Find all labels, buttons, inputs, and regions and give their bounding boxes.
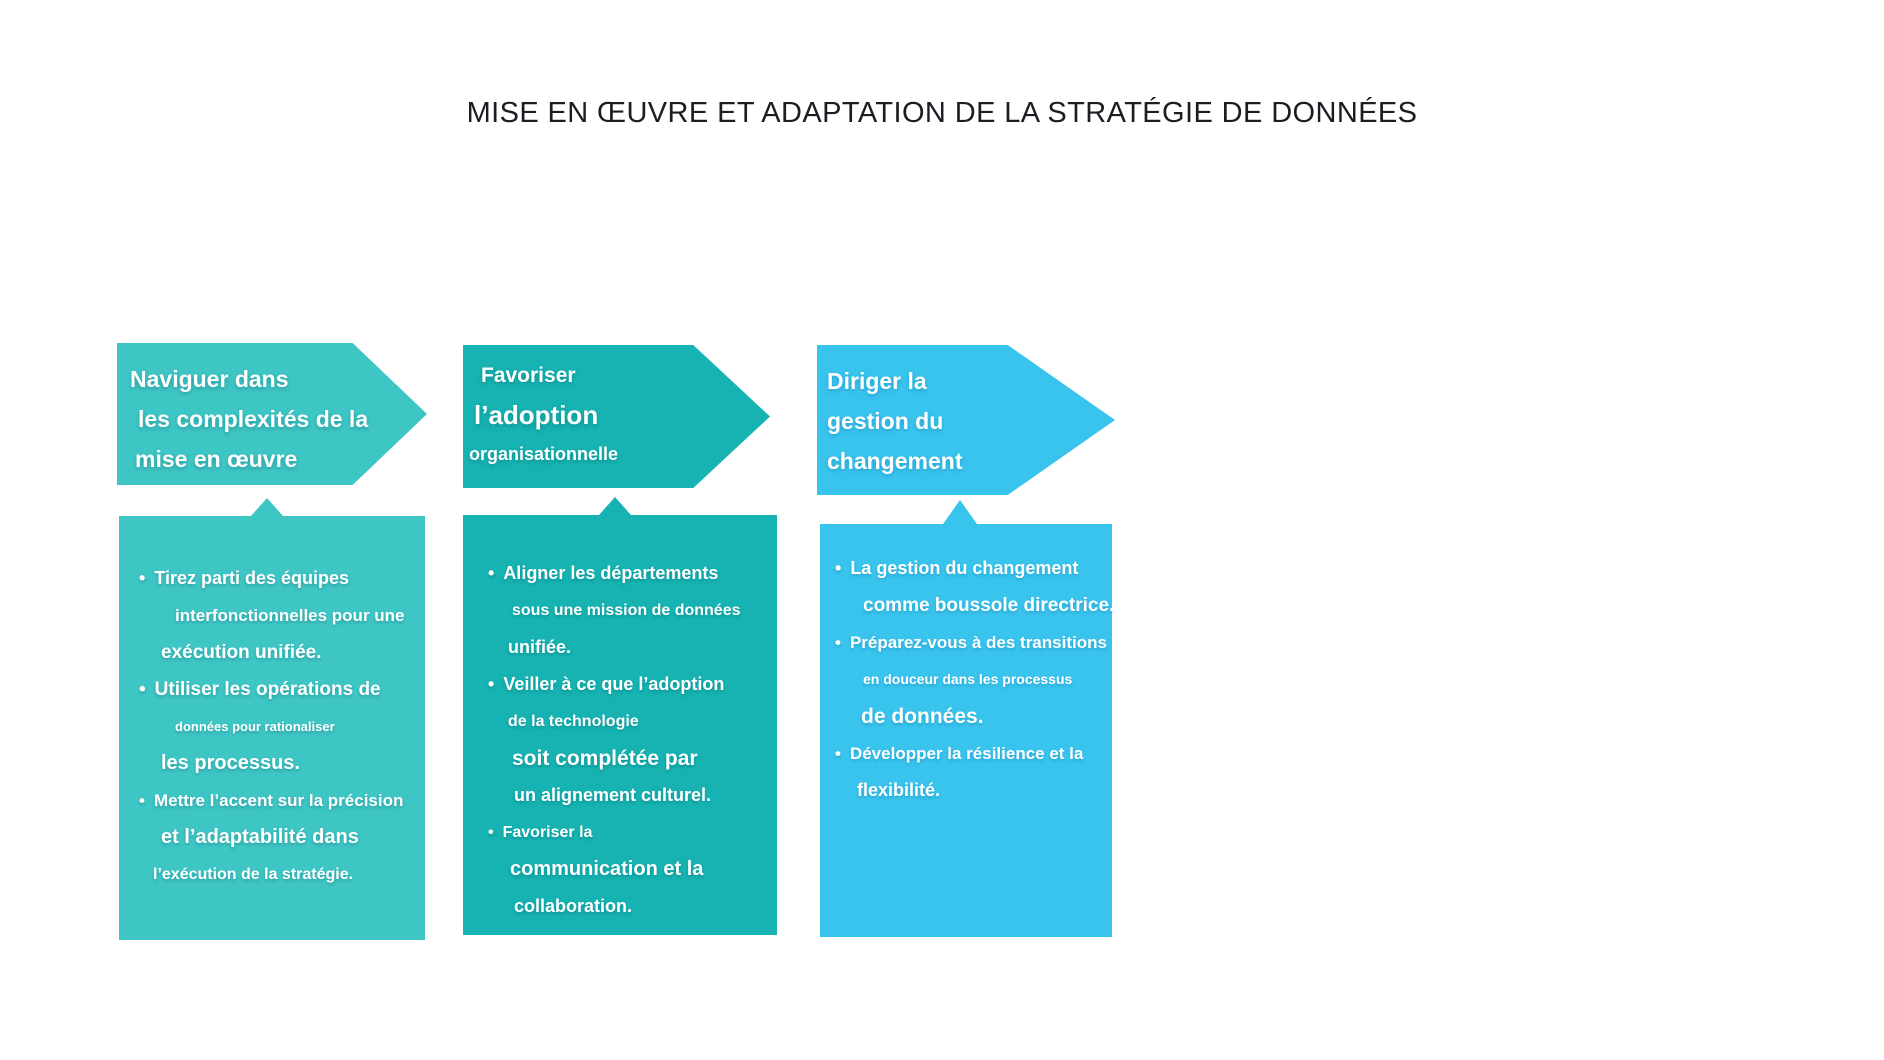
bullet-line: unifiée. bbox=[508, 637, 572, 657]
bullet-line: les processus. bbox=[161, 752, 300, 774]
header-line: Diriger la bbox=[827, 368, 927, 394]
header-line: l’adoption bbox=[474, 400, 599, 430]
arrow-tail-changement bbox=[943, 500, 977, 524]
bullet-line: de la technologie bbox=[508, 713, 639, 730]
arrow-header-implementation: Naviguer dans les complexités de la mise… bbox=[117, 343, 427, 485]
bullet-dot: • bbox=[835, 633, 841, 652]
content-box-implementation: • Tirez parti des équipes interfonctionne… bbox=[119, 516, 425, 940]
bullet-line: données pour rationaliser bbox=[175, 719, 335, 734]
bullet-line: • Développer la résilience et la bbox=[835, 735, 1104, 772]
arrow-header-adoption: Favoriser l’adoption organisationnelle bbox=[463, 345, 770, 488]
bullet-dot: • bbox=[488, 824, 494, 841]
bullet-line: • Aligner les départements bbox=[488, 555, 769, 592]
bullet-line: • Tirez parti des équipes bbox=[139, 560, 417, 597]
bullet-line: • Préparez-vous à des transitions bbox=[835, 624, 1107, 661]
bullet-line: • Utiliser les opérations de bbox=[139, 671, 417, 708]
bullet-line: communication et la bbox=[510, 858, 704, 880]
bullet-line: et l’adaptabilité dans bbox=[161, 826, 359, 848]
header-line: gestion du bbox=[827, 408, 944, 434]
bullet-line: • Veiller à ce que l’adoption bbox=[488, 666, 769, 703]
header-line: changement bbox=[827, 448, 963, 474]
bullet-line: collaboration. bbox=[514, 896, 633, 916]
bullet-line: comme boussole directrice. bbox=[863, 595, 1115, 616]
bullet-line: flexibilité. bbox=[857, 780, 941, 800]
bullet-line: exécution unifiée. bbox=[161, 642, 322, 663]
bullet-text: Veiller à ce que l’adoption bbox=[503, 674, 725, 694]
header-line: Favoriser bbox=[481, 364, 576, 387]
bullet-dot: • bbox=[488, 674, 495, 694]
arrow-tail-implementation bbox=[251, 498, 283, 516]
slide-title: MISE EN ŒUVRE ET ADAPTATION DE LA STRATÉ… bbox=[466, 97, 1418, 129]
bullet-dot: • bbox=[139, 791, 145, 810]
arrow-tail-adoption bbox=[599, 497, 631, 515]
bullet-text: Utiliser les opérations de bbox=[154, 679, 381, 700]
bullet-dot: • bbox=[139, 568, 146, 588]
content-box-changement: • La gestion du changement comme boussole… bbox=[820, 524, 1115, 937]
header-line: Naviguer dans bbox=[130, 366, 289, 392]
bullet-line: interfonctionnelles pour une bbox=[175, 606, 405, 625]
bullet-line: en douceur dans les processus bbox=[863, 671, 1073, 687]
bullet-line: • Favoriser la bbox=[488, 814, 769, 851]
arrow-header-changement: Diriger la gestion du changement bbox=[817, 345, 1115, 495]
bullet-dot: • bbox=[835, 744, 841, 763]
bullet-line: • La gestion du changement bbox=[835, 550, 1104, 587]
bullet-line: soit complétée par bbox=[512, 747, 698, 770]
bullet-text: Développer la résilience et la bbox=[849, 744, 1084, 763]
bullet-line: de données. bbox=[861, 705, 984, 728]
bullet-text: Favoriser la bbox=[502, 824, 593, 841]
bullet-line: sous une mission de données bbox=[512, 602, 741, 619]
bullet-line: l’exécution de la stratégie. bbox=[153, 866, 354, 883]
bullet-text: Aligner les départements bbox=[503, 563, 719, 583]
header-line: mise en œuvre bbox=[135, 446, 298, 472]
bullet-line: un alignement culturel. bbox=[514, 785, 712, 805]
content-box-adoption: • Aligner les départements sous une missi… bbox=[463, 515, 777, 935]
bullet-dot: • bbox=[835, 558, 842, 578]
bullet-text: Mettre l’accent sur la précision bbox=[153, 791, 404, 810]
bullet-line: • Mettre l’accent sur la précision bbox=[139, 782, 417, 819]
bullet-text: Préparez-vous à des transitions bbox=[849, 633, 1107, 652]
header-line: organisationnelle bbox=[469, 444, 619, 464]
bullet-dot: • bbox=[139, 679, 146, 700]
bullet-dot: • bbox=[488, 563, 495, 583]
header-line: les complexités de la bbox=[138, 406, 369, 432]
bullet-text: Tirez parti des équipes bbox=[154, 568, 350, 588]
bullet-text: La gestion du changement bbox=[850, 558, 1079, 578]
